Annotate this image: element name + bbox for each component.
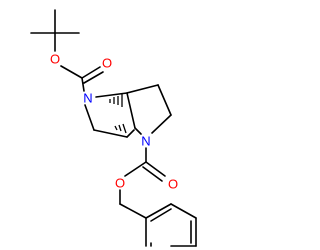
atom-o-carbonyl-top: O: [102, 56, 112, 71]
bond-ch2-ch2-left: [93, 129, 128, 138]
bond-carbonyl-double-bottom-a: [145, 161, 166, 177]
atom-n-top: N: [83, 91, 92, 106]
structure-diagram: O O N N O O: [30, 9, 197, 247]
atom-o-ether-bottom: O: [115, 176, 125, 191]
stereo-hash-bottom: [114, 123, 127, 134]
bond-n-top-to-ch-top: [95, 92, 128, 98]
bond-ch2-to-ch-bottom: [126, 129, 135, 138]
atom-o-carbonyl-bottom: O: [168, 177, 178, 192]
bond-carbonyl-to-o-bottom: [124, 161, 147, 177]
bond-carbonyl-to-n-top: [81, 77, 85, 92]
molecule-canvas: O O N N O O: [30, 9, 197, 247]
bond-phenyl-1: [145, 203, 172, 219]
bonds: [30, 9, 197, 247]
stereo-hash-top: [109, 94, 123, 107]
bond-ch2-to-phenyl: [119, 203, 147, 219]
bond-carbonyl-double-top-b: [83, 71, 104, 84]
atom-o-ether-top: O: [50, 52, 60, 67]
bond-ring-fusion: [126, 92, 136, 129]
atom-n-bottom: N: [141, 134, 150, 149]
bond-phenyl-inner-1: [150, 208, 172, 222]
bond-ch-top-to-ch2: [126, 84, 159, 94]
bond-ch2-to-n-bottom: [151, 114, 172, 134]
bond-carbonyl-double-top-a: [81, 66, 101, 79]
bond-carbonyl-double-bottom-b: [142, 166, 163, 182]
bond-o-to-carbonyl-top: [60, 65, 83, 79]
bond-ch-bottom-to-n-bottom: [134, 127, 142, 135]
bond-n-top-to-ch2: [84, 104, 95, 131]
bond-ch2-ch2-right: [157, 84, 172, 116]
bond-phenyl-2: [170, 203, 197, 219]
atom-labels: O O N N O O: [50, 52, 178, 192]
